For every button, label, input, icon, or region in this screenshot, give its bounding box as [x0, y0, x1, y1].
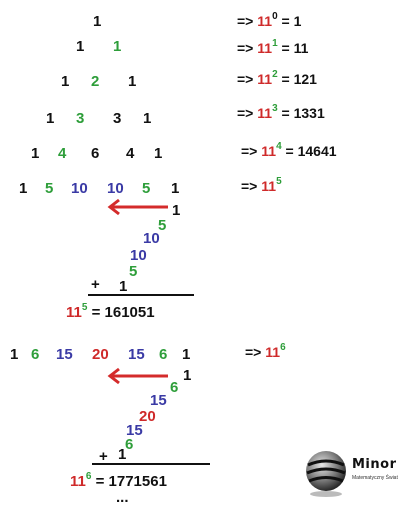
equation-4: => 114 = 14641 — [241, 141, 337, 159]
addend: 1 — [172, 202, 181, 219]
left-arrow-icon — [107, 367, 168, 385]
addend: 15 — [150, 392, 167, 409]
logo-title: Minor — [352, 457, 397, 472]
addend: 1 — [119, 278, 128, 295]
triangle-cell: 6 — [31, 346, 40, 363]
triangle-cell: 1 — [143, 110, 152, 127]
triangle-cell: 4 — [126, 145, 135, 162]
plus-sign: + — [99, 448, 108, 465]
addend: 20 — [139, 408, 156, 425]
addend: 10 — [143, 230, 160, 247]
triangle-cell: 15 — [56, 346, 73, 363]
addend: 6 — [170, 379, 179, 396]
logo: Minor Matematyczny Świat — [302, 447, 402, 503]
equation-3: => 113 = 1331 — [237, 103, 325, 121]
addend: 5 — [129, 263, 138, 280]
triangle-cell: 2 — [91, 73, 100, 90]
equation-0: => 110 = 1 — [237, 11, 302, 29]
triangle-cell: 1 — [10, 346, 19, 363]
sum-line — [92, 463, 210, 465]
equation-6: => 116 — [245, 342, 286, 360]
triangle-cell: 1 — [31, 145, 40, 162]
addend: 5 — [158, 217, 167, 234]
triangle-cell: 1 — [46, 110, 55, 127]
triangle-cell: 1 — [19, 180, 28, 197]
triangle-cell: 3 — [113, 110, 122, 127]
triangle-cell: 1 — [76, 38, 85, 55]
result-11-5: 115 = 161051 — [66, 302, 155, 321]
left-arrow-icon — [107, 198, 168, 216]
triangle-cell: 1 — [171, 180, 180, 197]
triangle-cell: 6 — [91, 145, 100, 162]
triangle-cell: 10 — [107, 180, 124, 197]
triangle-cell: 1 — [182, 346, 191, 363]
result-11-6: 116 = 1771561 — [70, 471, 167, 490]
ellipsis: ... — [116, 489, 129, 506]
equation-2: => 112 = 121 — [237, 69, 317, 87]
logo-subtitle: Matematyczny Świat — [352, 475, 398, 481]
triangle-cell: 20 — [92, 346, 109, 363]
addend: 6 — [125, 436, 134, 453]
triangle-cell: 10 — [71, 180, 88, 197]
equation-1: => 111 = 11 — [237, 38, 309, 56]
triangle-cell: 5 — [45, 180, 54, 197]
triangle-cell: 5 — [142, 180, 151, 197]
addend: 1 — [183, 367, 192, 384]
triangle-cell: 1 — [113, 38, 122, 55]
globe-logo-icon — [306, 451, 346, 497]
triangle-cell: 1 — [154, 145, 163, 162]
triangle-cell: 6 — [159, 346, 168, 363]
equation-5: => 115 — [241, 176, 282, 194]
triangle-cell: 1 — [128, 73, 137, 90]
addend: 15 — [126, 422, 143, 439]
triangle-cell: 3 — [76, 110, 85, 127]
triangle-cell: 1 — [61, 73, 70, 90]
triangle-cell: 1 — [93, 13, 102, 30]
sum-line — [88, 294, 194, 296]
plus-sign: + — [91, 276, 100, 293]
addend: 10 — [130, 247, 147, 264]
addend: 1 — [118, 446, 127, 463]
triangle-cell: 4 — [58, 145, 67, 162]
triangle-cell: 15 — [128, 346, 145, 363]
